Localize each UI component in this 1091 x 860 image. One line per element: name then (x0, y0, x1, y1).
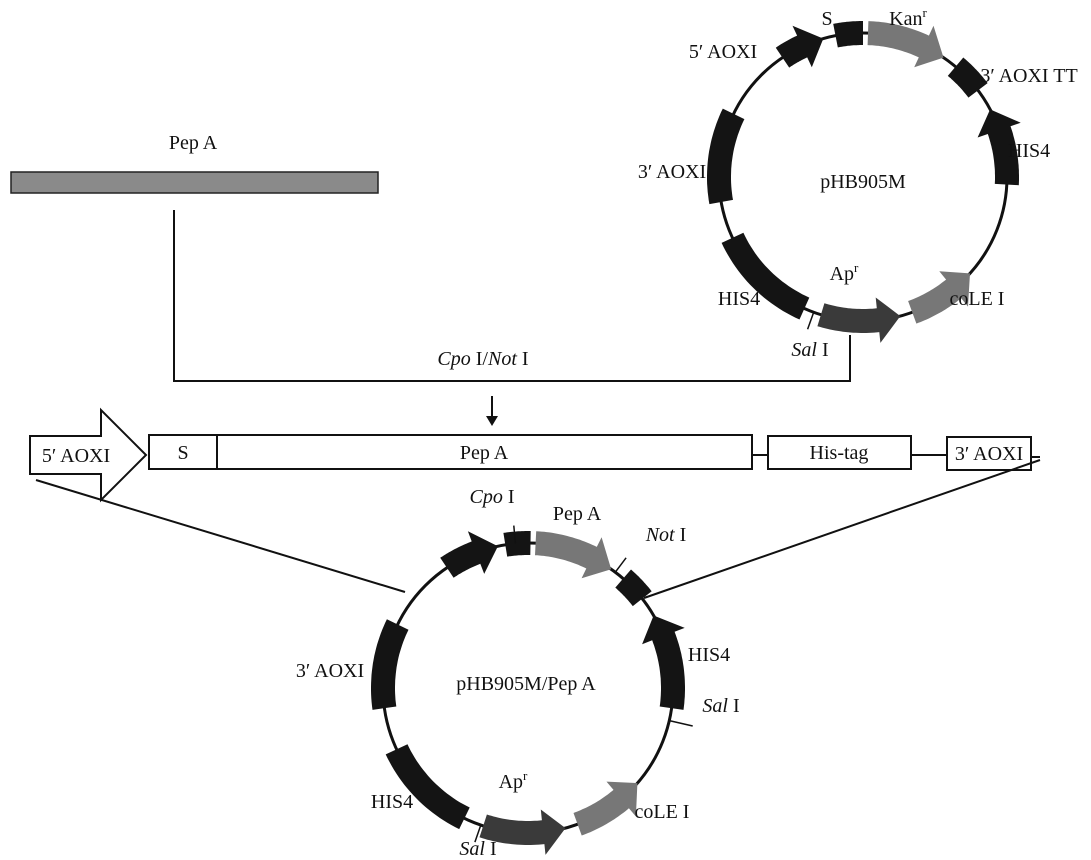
promoter-arrow-icon (29, 407, 148, 503)
top-label-sal: Sal I (791, 339, 828, 361)
construct-signal-label: S (177, 442, 188, 464)
top-label-his4-right: HIS4 (1008, 140, 1050, 162)
signal-segment (833, 21, 863, 48)
bottom-plasmid-map (371, 525, 693, 855)
aox3tt-segment (615, 569, 652, 607)
sal-bottom-tick (474, 824, 482, 843)
sal-site-tick (806, 312, 815, 330)
bottom-label-aox3: 3′ AOXI (296, 660, 364, 682)
apr-segment (817, 297, 901, 343)
aox3tt-segment (947, 57, 988, 98)
sal-right-tick (669, 719, 693, 727)
top-label-cole: coLE I (950, 288, 1005, 310)
bottom-label-cpo: Cpo I (469, 486, 514, 508)
kanr-segment (867, 21, 944, 68)
bottom-label-not: Not I (645, 524, 687, 546)
apr-segment (479, 809, 566, 855)
cole-segment (573, 781, 638, 836)
insert-fragment: Pep A (10, 132, 379, 194)
his4-left-segment (385, 744, 470, 830)
his4-right-segment (642, 615, 685, 710)
signal-segment (503, 531, 531, 557)
zoom-line-left (35, 479, 406, 593)
insert-label: Pep A (169, 132, 218, 154)
insert-box (216, 434, 753, 470)
top-label-aox3tt: 3′ AOXI TT (980, 65, 1077, 87)
cpo-site-tick (513, 525, 517, 544)
construct-insert-label: Pep A (460, 442, 509, 464)
bottom-label-his4-right: HIS4 (688, 644, 730, 666)
bottom-label-ap: Apr (499, 768, 528, 793)
construct-terminator-label: 3′ AOXI (955, 443, 1023, 465)
insert-bar (10, 171, 379, 194)
top-label-aox3: 3′ AOXI (638, 161, 706, 183)
bottom-label-cole: coLE I (635, 801, 690, 823)
aox3-segment (707, 108, 745, 205)
top-label-ap: Apr (830, 260, 859, 285)
top-plasmid-map (707, 21, 1021, 343)
bottom-label-sal-bottom: Sal I (459, 838, 496, 860)
terminator-box (946, 436, 1032, 471)
down-arrow-icon (486, 416, 498, 426)
top-label-aox5: 5′ AOXI (689, 41, 757, 63)
bottom-label-his4-left: HIS4 (371, 791, 413, 813)
top-label-kan: Kanr (889, 5, 927, 30)
aox3-segment (371, 619, 409, 710)
join-line (173, 210, 851, 382)
his-tag-box (767, 435, 912, 470)
top-label-s: S (821, 8, 832, 30)
cole-segment (908, 271, 970, 324)
bottom-label-sal-right: Sal I (702, 695, 739, 717)
signal-box (148, 434, 218, 470)
zoom-line-right (643, 459, 1041, 599)
not-site-tick (614, 557, 627, 573)
top-label-his4-left: HIS4 (718, 288, 760, 310)
bottom-label-pepa: Pep A (553, 503, 602, 525)
bottom-plasmid-name: pHB905M/Pep A (456, 673, 596, 695)
zoom-lines (35, 459, 1041, 599)
digest-label: Cpo I/Not I (437, 348, 528, 370)
pepa-insert-segment (535, 531, 612, 579)
top-plasmid-name: pHB905M (820, 171, 906, 193)
digest-join-lines (173, 210, 851, 418)
construct-promoter-label: 5′ AOXI (42, 445, 110, 467)
expression-construct: 5′ AOXI S Pep A His-tag 3′ AOXI (29, 407, 1040, 503)
construct-tag-label: His-tag (810, 442, 869, 464)
his4-left-segment (721, 232, 810, 320)
his4-right-segment (977, 109, 1021, 186)
aox5-promoter-segment (775, 25, 824, 68)
aox5-promoter-segment (440, 531, 498, 578)
